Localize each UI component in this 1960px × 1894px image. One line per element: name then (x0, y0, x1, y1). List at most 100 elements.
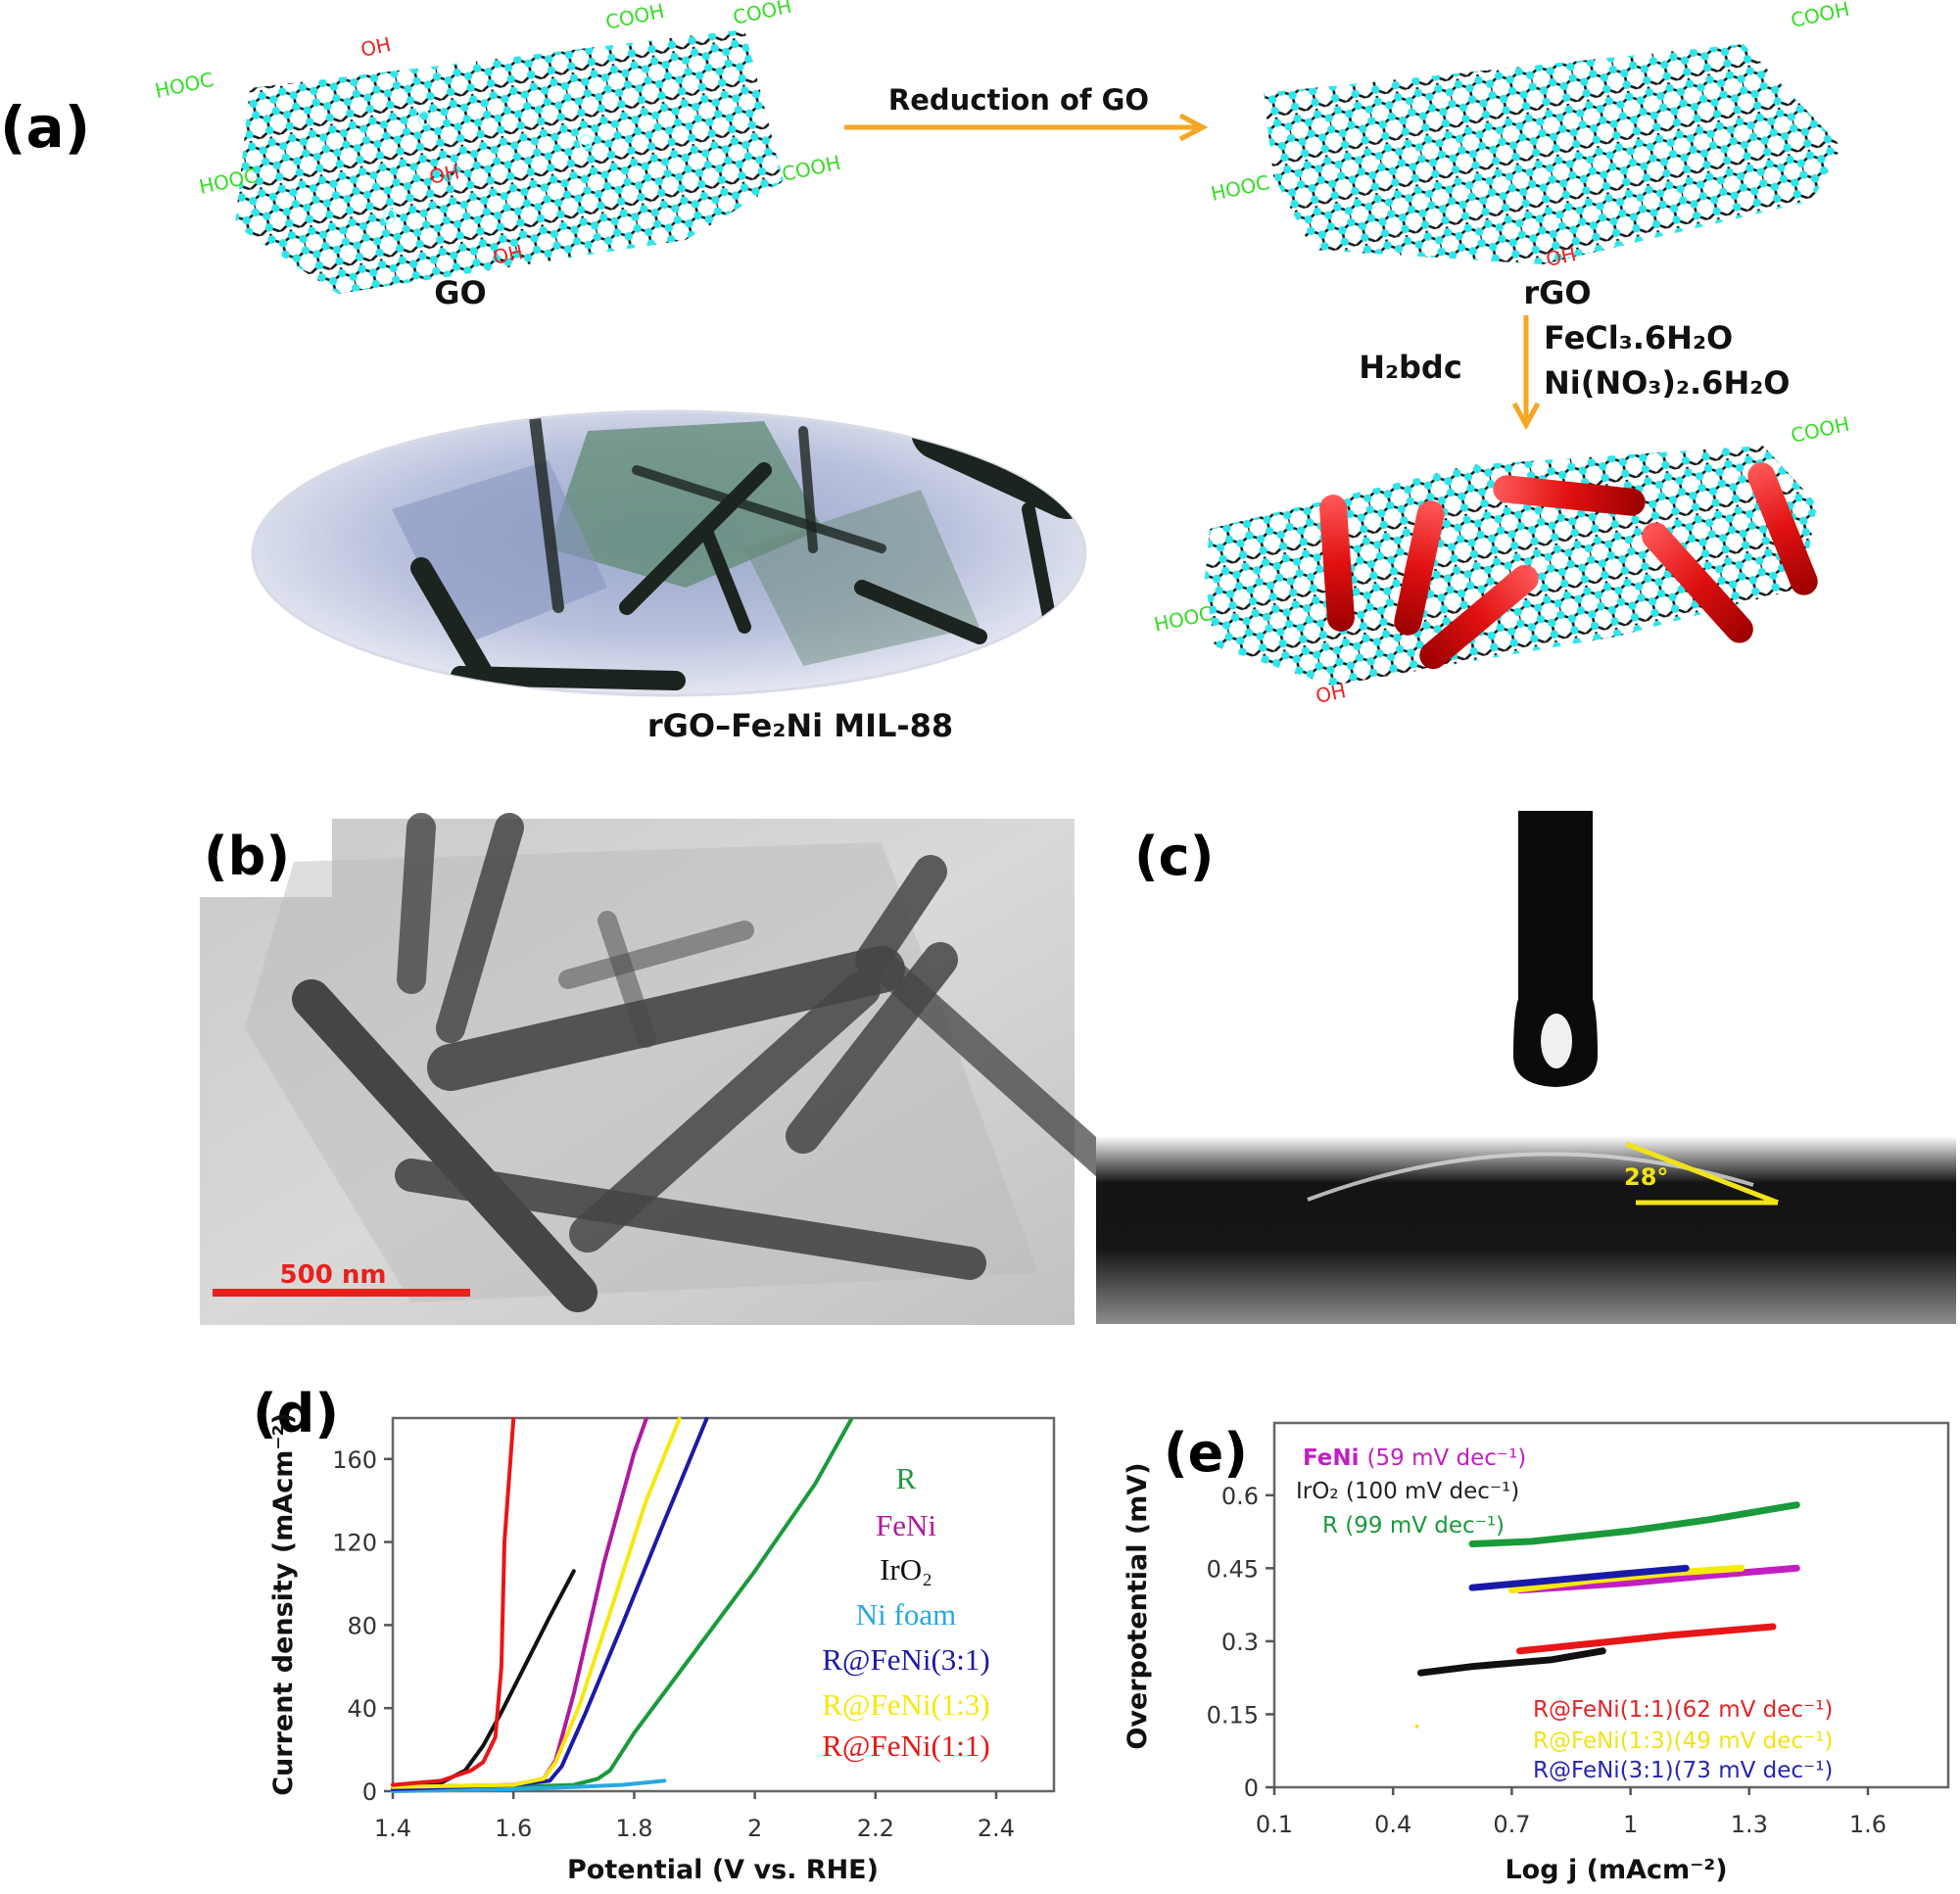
y-tick-label: 0.45 (1207, 1555, 1259, 1583)
x-tick-label: 2.2 (857, 1815, 894, 1842)
mil88-rod (1642, 522, 1753, 643)
legend-item: R@FeNi(1:3)(49 mV dec⁻¹) (1533, 1728, 1833, 1754)
reagent-fecl3: FeCl₃.6H₂O (1544, 319, 1733, 356)
panel-label-d: (d) (253, 1383, 339, 1444)
chart-d-series (391, 1417, 854, 1793)
x-tick-label: 1.8 (615, 1815, 652, 1842)
y-tick-label: 0 (362, 1778, 377, 1806)
mil88-oh-label: OH (1314, 679, 1348, 708)
go-hooc-label: HOOC (153, 68, 215, 103)
mil88-rods (1319, 462, 1818, 670)
series-r-feni-1-3- (1507, 1564, 1745, 1594)
series-r-feni-1-3- (391, 1417, 682, 1789)
go-epoxy-label-3: O (382, 205, 398, 228)
x-tick-label: 0.7 (1493, 1811, 1530, 1838)
rgo-graphene-lattice (1264, 44, 1841, 264)
legend-item: R@FeNi(1:1)(62 mV dec⁻¹) (1533, 1697, 1833, 1723)
series-iro- (1417, 1647, 1606, 1677)
series-feni (1516, 1564, 1800, 1594)
y-tick-label: 120 (332, 1530, 377, 1557)
go-graphene-lattice (235, 29, 784, 294)
legend-item: IrO₂ (100 mV dec⁻¹) (1296, 1479, 1519, 1504)
substrate-surface (1096, 1136, 1956, 1324)
synthesis-arrow-head-icon (1511, 402, 1541, 431)
mil88-cooh-label: COOH (1789, 412, 1851, 448)
go-oh-label: OH (359, 32, 393, 62)
panel-label-b: (b) (204, 826, 290, 887)
rgo-oh-label: OH (1544, 242, 1578, 271)
go-epoxy-label-2: O (578, 130, 594, 154)
rgo-cooh-label: COOH (1789, 0, 1851, 32)
x-tick-label: 0.1 (1256, 1811, 1293, 1838)
reduction-arrow-head-icon (1178, 113, 1209, 142)
chart-e-series (1417, 1501, 1800, 1677)
chart-d-ylabel: Current density (mAcm⁻²) (268, 1412, 299, 1796)
reduction-arrow: Reduction of GO (844, 83, 1209, 142)
contact-angle-value: 28° (1624, 1163, 1668, 1191)
legend-item: Ni foam (856, 1597, 956, 1632)
chart-e-xlabel: Log j (mAcm⁻²) (1505, 1855, 1727, 1885)
composite-tem-ellipse: rGO–Fe₂Ni MIL-88 (251, 409, 1087, 744)
reagent-ni-nitrate: Ni(NO₃)₂.6H₂O (1544, 364, 1790, 402)
scale-bar-label: 500 nm (280, 1260, 387, 1290)
x-tick-label: 2 (747, 1815, 762, 1842)
mil88-rod (1747, 462, 1818, 595)
y-tick-label: 0.15 (1207, 1701, 1259, 1728)
go-cooh-label: COOH (603, 0, 666, 34)
legend-item: FeNi (876, 1508, 936, 1542)
mil88-rod (1419, 564, 1539, 670)
panel-label-c: (c) (1134, 826, 1214, 887)
x-tick-label: 1.6 (1849, 1811, 1887, 1838)
series-ni-foam (391, 1778, 667, 1793)
rgo-label: rGO (1523, 274, 1591, 311)
stray-data-point (1414, 1724, 1419, 1728)
synthesis-arrow: H₂bdc FeCl₃.6H₂O Ni(NO₃)₂.6H₂O (1359, 315, 1790, 431)
tem-features (245, 813, 1121, 1312)
legend-item: IrO₂ (880, 1552, 932, 1586)
x-tick-label: 0.4 (1374, 1811, 1411, 1838)
go-cooh-label-3: COOH (780, 151, 842, 186)
legend-item: R@FeNi(3:1) (822, 1642, 989, 1677)
y-tick-label: 40 (347, 1695, 377, 1723)
rgo-mil88-lattice (1205, 446, 1817, 686)
y-tick-label: 0.3 (1221, 1629, 1259, 1656)
go-label: GO (434, 274, 486, 311)
chart-e-plot-area (1272, 1421, 1950, 1789)
x-tick-label: 1.4 (374, 1815, 411, 1842)
series-r-feni-1-1- (1516, 1623, 1777, 1655)
panel-label-e: (e) (1164, 1422, 1248, 1484)
mil88-rod (1319, 495, 1355, 632)
go-cooh-label-2: COOH (731, 0, 793, 29)
x-tick-label: 2.4 (978, 1815, 1015, 1842)
series-r (1468, 1501, 1800, 1547)
composite-label: rGO–Fe₂Ni MIL-88 (647, 707, 953, 744)
series-r-feni-3-1- (1468, 1564, 1690, 1591)
y-tick-label: 160 (332, 1446, 377, 1474)
rgo-hooc-label: HOOC (1209, 170, 1271, 206)
reduction-label: Reduction of GO (888, 83, 1149, 117)
go-epoxy-label: O (416, 107, 432, 130)
legend-item: R (99 mV dec⁻¹) (1322, 1513, 1505, 1539)
x-tick-label: 1.6 (495, 1815, 532, 1842)
mil88-rod (1493, 475, 1646, 516)
rgo-sheet: COOH HOOC OH rGO (1209, 0, 1851, 311)
y-tick-label: 80 (347, 1612, 377, 1639)
x-tick-label: 1 (1623, 1811, 1638, 1838)
panel-d: (d) 1.4 1.6 1.8 2 2.2 2.4 0 40 80 120 160 R FeNiIrO… (253, 1383, 1056, 1885)
legend-item: R (896, 1461, 917, 1495)
dispensing-needle (1513, 811, 1598, 1087)
y-tick-label: 0.6 (1221, 1483, 1259, 1510)
chart-e-legend: FeNi (59 mV dec⁻¹)IrO₂ (100 mV dec⁻¹)R (… (1296, 1445, 1833, 1783)
chart-d-xlabel: Potential (V vs. RHE) (567, 1855, 879, 1885)
panel-b-label-bg (200, 819, 332, 897)
panel-a: (a) HOOC HOOC OH OH OH COOH COOH COOH O … (0, 0, 1851, 744)
rgo-mil88-sheet: COOH HOOC OH (1152, 412, 1851, 708)
mil88-rod (1394, 500, 1445, 636)
legend-item: R@FeNi(3:1)(73 mV dec⁻¹) (1533, 1758, 1833, 1783)
go-sheet: HOOC HOOC OH OH OH COOH COOH COOH O O O … (153, 0, 842, 311)
mil88-hooc-label: HOOC (1152, 601, 1215, 637)
